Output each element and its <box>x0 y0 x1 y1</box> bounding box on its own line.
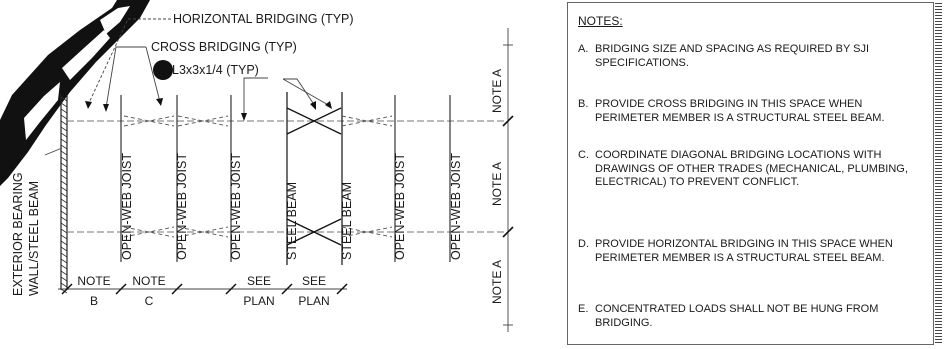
note-item-e: E. CONCENTRATED LOADS SHALL NOT BE HUNG … <box>578 303 923 330</box>
note-letter: B. <box>578 98 589 110</box>
bottom-dimension-ticks <box>61 283 348 295</box>
right-dimension-ticks <box>502 115 514 238</box>
note-item-c: C. COORDINATE DIAGONAL BRIDGING LOCATION… <box>578 149 923 190</box>
bridging-diagram: HORIZONTAL BRIDGING (TYP) CROSS BRIDGING… <box>0 0 514 332</box>
note-letter: C. <box>578 149 589 161</box>
dimension-tick <box>61 283 73 295</box>
notes-panel-edge-hatch <box>935 3 942 344</box>
angle-size-label: L3x3x1/4 (TYP) <box>172 63 259 77</box>
notes-panel: NOTES: A. BRIDGING SIZE AND SPACING AS R… <box>567 2 942 345</box>
leader-lines <box>44 18 331 156</box>
note-item-b: B. PROVIDE CROSS BRIDGING IN THIS SPACE … <box>578 98 923 125</box>
bottom-label-line-1: NOTE <box>77 274 110 288</box>
bottom-label-line-2: C <box>145 294 154 308</box>
bottom-label-line-1: NOTE <box>132 274 165 288</box>
note-text: COORDINATE DIAGONAL BRIDGING LOCATIONS W… <box>595 149 908 188</box>
member-label: OPEN-WEB JOIST <box>175 153 189 260</box>
notes-title: NOTES: <box>578 14 623 28</box>
leader-arrowheads <box>85 98 332 121</box>
note-letter: E. <box>578 303 589 315</box>
bottom-labels: NOTE B NOTE C SEE PLAN SEE PLAN <box>77 274 329 308</box>
note-text: BRIDGING SIZE AND SPACING AS REQUIRED BY… <box>595 43 870 69</box>
left-label-line-2: WALL/STEEL BEAM <box>27 181 41 296</box>
note-a-label-middle: NOTE A <box>490 162 504 206</box>
bottom-label-line-1: SEE <box>247 274 271 288</box>
note-a-label-top: NOTE A <box>490 69 504 113</box>
steel-beam-bracing <box>286 107 342 246</box>
member-label: OPEN-WEB JOIST <box>120 153 134 260</box>
left-label-line-1: EXTERIOR BEARING <box>11 172 25 296</box>
member-label: OPEN-WEB JOIST <box>449 153 463 260</box>
bottom-label-line-2: B <box>90 294 98 308</box>
horizontal-bridging-label: HORIZONTAL BRIDGING (TYP) <box>173 12 354 26</box>
bottom-label-line-2: PLAN <box>243 294 274 308</box>
note-text: PROVIDE CROSS BRIDGING IN THIS SPACE WHE… <box>595 98 885 124</box>
member-labels: OPEN-WEB JOIST OPEN-WEB JOIST OPEN-WEB JOI… <box>120 153 463 260</box>
cross-bridging-label: CROSS BRIDGING (TYP) <box>151 40 297 54</box>
right-dimension-line <box>503 28 513 332</box>
note-item-d: D. PROVIDE HORIZONTAL BRIDGING IN THIS S… <box>578 238 923 265</box>
dimension-tick <box>336 283 348 295</box>
callout-bubble <box>153 60 173 80</box>
exterior-bearing-wall <box>60 95 68 294</box>
note-item-a: A. BRIDGING SIZE AND SPACING AS REQUIRED… <box>578 43 923 70</box>
note-text: PROVIDE HORIZONTAL BRIDGING IN THIS SPAC… <box>595 238 893 264</box>
note-a-label-bottom: NOTE A <box>490 260 504 304</box>
member-lines <box>120 92 451 265</box>
dimension-tick <box>281 283 293 295</box>
bottom-label-line-2: PLAN <box>298 294 329 308</box>
cross-bridging <box>123 115 393 238</box>
bottom-label-line-1: SEE <box>302 274 326 288</box>
member-label: OPEN-WEB JOIST <box>393 153 407 260</box>
note-letter: D. <box>578 238 589 250</box>
note-text: CONCENTRATED LOADS SHALL NOT BE HUNG FRO… <box>595 303 879 329</box>
member-label: OPEN-WEB JOIST <box>229 153 243 260</box>
note-letter: A. <box>578 43 589 55</box>
dimension-tick <box>225 283 237 295</box>
dimension-tick <box>171 283 183 295</box>
member-label: STEEL BEAM <box>340 182 354 260</box>
dimension-tick <box>115 283 127 295</box>
member-label: STEEL BEAM <box>285 182 299 260</box>
